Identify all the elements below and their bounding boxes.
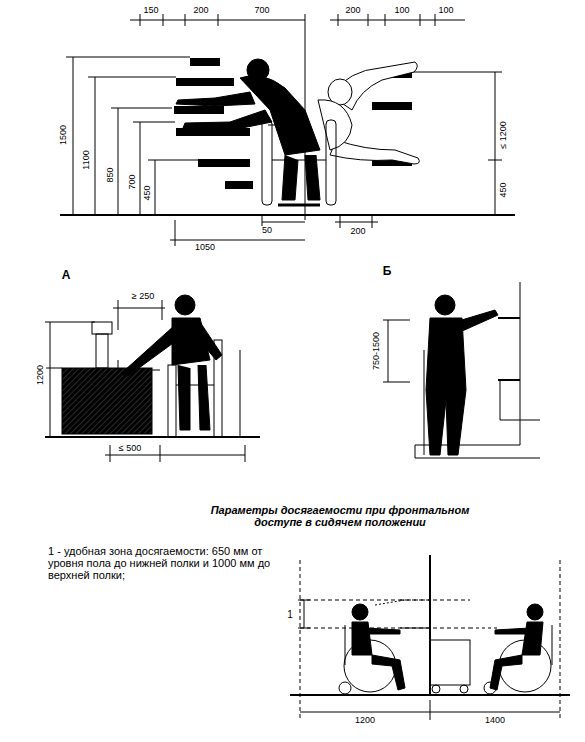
dimension-value: 1500	[59, 124, 69, 146]
dimension-value: 1050	[194, 243, 216, 253]
dimension-value: 50	[261, 226, 273, 236]
dimension-value: ≥ 250	[131, 292, 155, 302]
dimension-value: 750-1500	[372, 331, 382, 371]
dimension-value: 200	[349, 227, 366, 237]
view-letter: Б	[382, 265, 393, 278]
dimension-value: 1200	[36, 364, 46, 386]
dimension-value: 450	[499, 181, 509, 198]
dimension-value: 100	[437, 6, 454, 16]
dimension-value: 700	[253, 6, 270, 16]
dimension-value: 1400	[484, 716, 506, 726]
frontal-access-drawing	[290, 555, 570, 720]
zone-note: 1 - удобная зона досягаемости: 650 мм от…	[48, 545, 283, 581]
dimension-value: 850	[106, 166, 116, 183]
dimension-value: 700	[128, 173, 138, 190]
section-a	[45, 295, 260, 462]
dimension-value: ≤ 1200	[499, 120, 509, 149]
dimension-value: 150	[142, 6, 159, 16]
dimension-lines	[60, 14, 515, 246]
dimension-value: 1100	[82, 149, 92, 170]
section-heading: Параметры досягаемости при фронтальном д…	[194, 504, 486, 528]
dimension-value: 200	[344, 6, 361, 16]
reaching-figure-outline	[318, 62, 419, 164]
dimension-value: 1200	[354, 716, 376, 726]
wheelchair-user	[176, 59, 336, 205]
dimension-value: 200	[192, 6, 209, 16]
section-b	[383, 282, 540, 458]
dimension-value: 100	[393, 6, 410, 16]
callout-number: 1	[286, 609, 294, 620]
view-letter: А	[61, 269, 72, 282]
dimension-value: ≤ 500	[118, 444, 142, 454]
dimension-value: 450	[143, 184, 153, 201]
